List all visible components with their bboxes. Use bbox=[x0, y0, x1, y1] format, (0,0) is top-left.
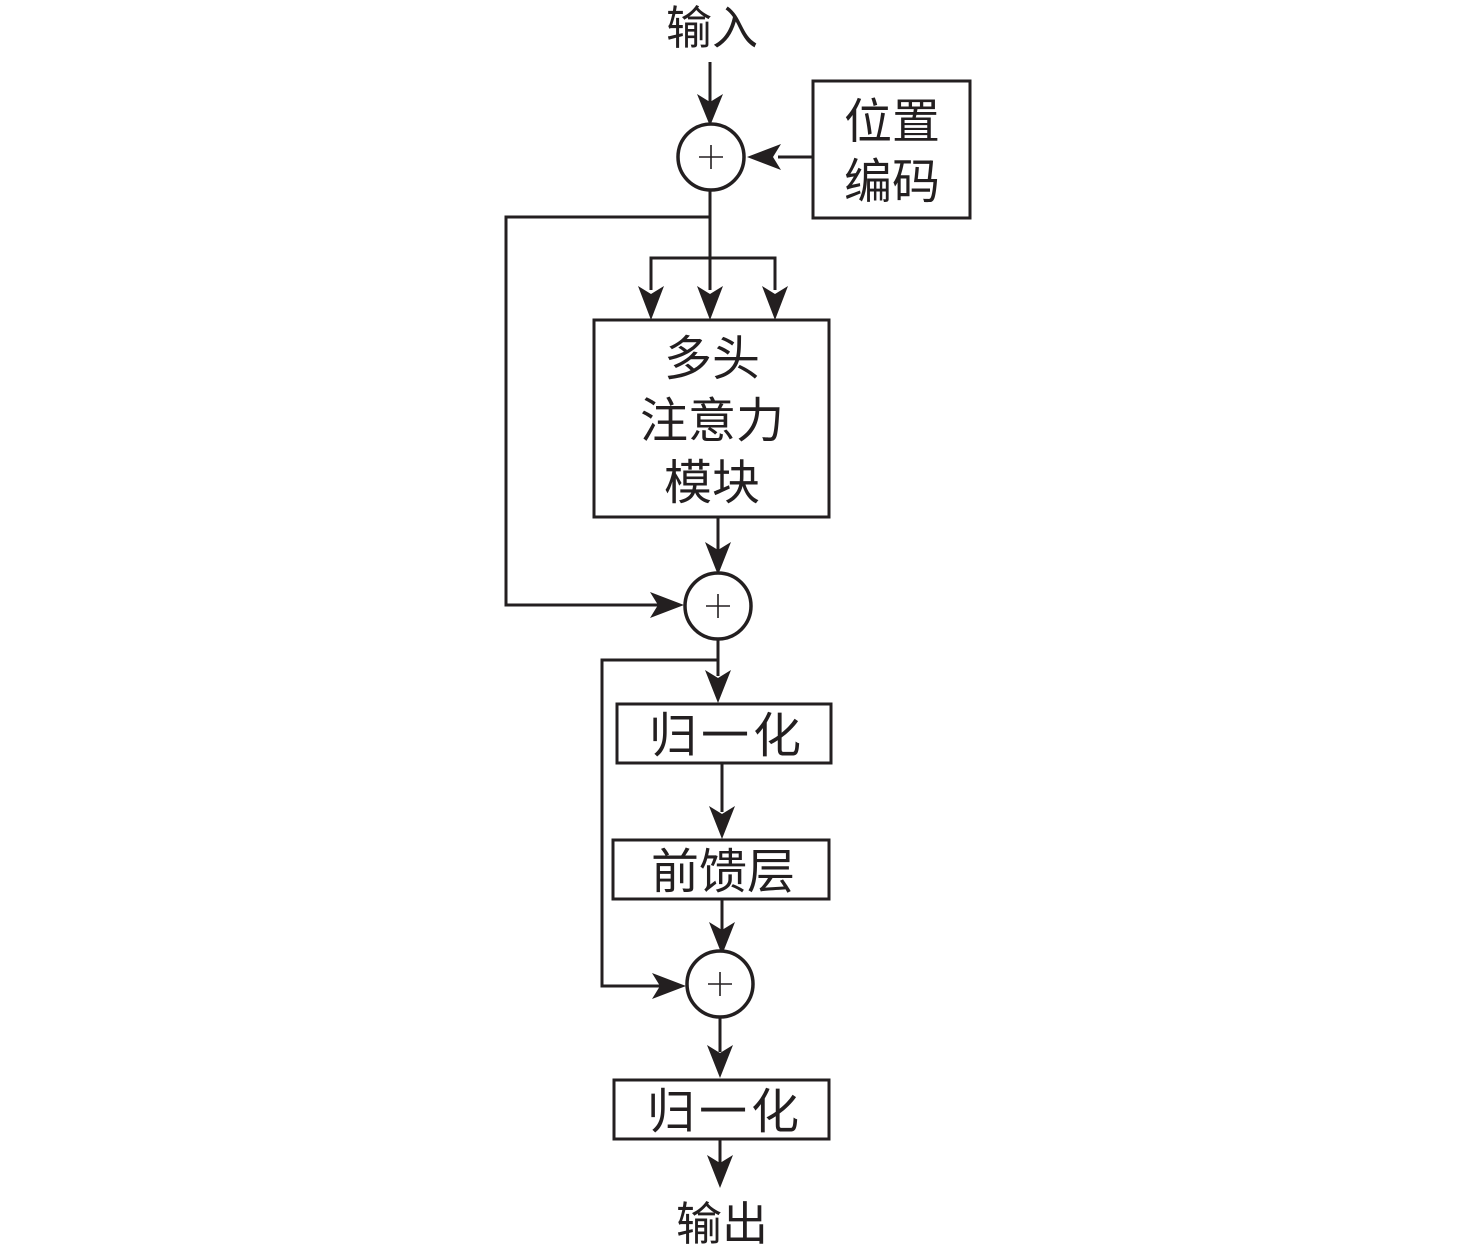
input-label: 输入 bbox=[666, 1, 758, 55]
arrowhead-down bbox=[709, 806, 735, 839]
norm-1-label: 归一化 bbox=[649, 708, 805, 764]
norm-1-box bbox=[615, 702, 833, 765]
multi-head-attention-box bbox=[592, 318, 831, 519]
mha-line-1: 多头 bbox=[664, 331, 760, 387]
wire-residual-2 bbox=[600, 658, 718, 988]
wires bbox=[504, 62, 812, 1165]
arrowhead-down bbox=[697, 286, 723, 320]
arrowhead-down bbox=[705, 542, 731, 575]
positional-encoding-box bbox=[811, 79, 972, 220]
mha-line-3: 模块 bbox=[664, 455, 760, 511]
adder-2 bbox=[683, 571, 753, 641]
arrowheads bbox=[638, 94, 788, 1188]
arrowhead-right bbox=[652, 973, 686, 999]
feed-forward-block: 前馈层 bbox=[611, 838, 831, 901]
wire-split-qkv bbox=[649, 256, 777, 290]
output-label: 输出 bbox=[676, 1197, 768, 1251]
arrowhead-left bbox=[747, 144, 781, 170]
norm-2-label: 归一化 bbox=[647, 1084, 803, 1140]
arrowhead-right bbox=[650, 592, 684, 618]
feed-forward-label: 前馈层 bbox=[651, 844, 795, 900]
positional-encoding-block: 位置 编码 bbox=[811, 79, 972, 220]
arrowhead-down bbox=[707, 1045, 733, 1078]
positional-encoding-line-2: 编码 bbox=[844, 154, 940, 210]
multi-head-attention-block: 多头 注意力 模块 bbox=[592, 318, 831, 519]
arrowhead-down bbox=[762, 286, 788, 320]
adder-3 bbox=[685, 949, 755, 1019]
positional-encoding-line-1: 位置 bbox=[844, 94, 940, 150]
wire-residual-1 bbox=[504, 215, 710, 607]
adder-1 bbox=[676, 122, 746, 192]
arrowhead-down bbox=[707, 1155, 733, 1188]
arrowhead-down bbox=[697, 94, 723, 126]
arrowhead-down bbox=[638, 286, 664, 320]
arrowhead-down bbox=[705, 670, 731, 703]
mha-line-2: 注意力 bbox=[640, 393, 784, 449]
feed-forward-box bbox=[611, 838, 831, 901]
arrowhead-down bbox=[709, 922, 735, 955]
norm-2-box bbox=[612, 1078, 831, 1141]
norm-2-block: 归一化 bbox=[612, 1078, 831, 1141]
norm-1-block: 归一化 bbox=[615, 702, 833, 765]
